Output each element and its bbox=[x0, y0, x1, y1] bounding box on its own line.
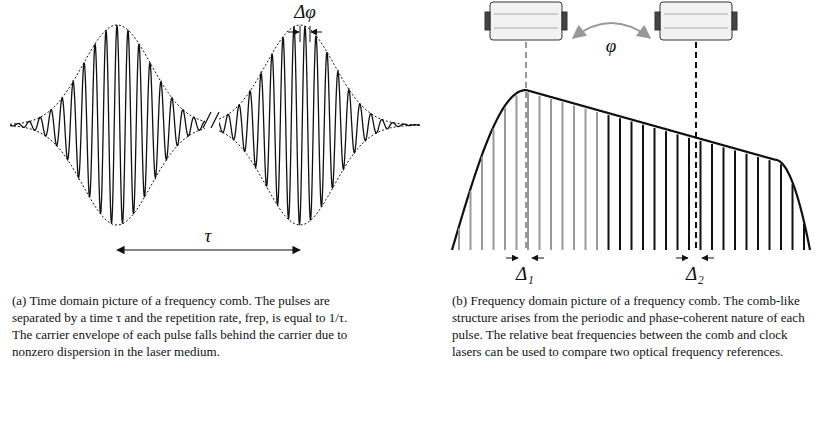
comb-tooth bbox=[516, 95, 518, 250]
laser-line-black bbox=[695, 42, 697, 252]
frequency-comb bbox=[452, 90, 810, 250]
comb-tooth bbox=[493, 129, 495, 250]
pulse-envelope bbox=[219, 125, 420, 225]
carrier-wave bbox=[10, 25, 205, 224]
comb-tooth bbox=[458, 228, 460, 250]
comb-tooth bbox=[596, 112, 598, 250]
caption-text: (a) Time domain picture of a frequency c… bbox=[12, 292, 357, 360]
comb-tooth bbox=[769, 160, 771, 250]
comb-tooth bbox=[734, 151, 736, 250]
comb-tooth bbox=[700, 141, 702, 250]
pulse-train bbox=[10, 25, 420, 225]
comb-tooth bbox=[665, 131, 667, 250]
pulse-envelope bbox=[219, 25, 420, 125]
comb-tooth bbox=[780, 164, 782, 250]
period-arrow bbox=[117, 249, 300, 250]
comb-tooth bbox=[803, 224, 805, 250]
period-label: τ bbox=[205, 226, 212, 246]
comb-tooth bbox=[654, 128, 656, 250]
comb-tooth bbox=[573, 105, 575, 250]
offset-arrows bbox=[506, 258, 714, 259]
comb-tooth bbox=[562, 102, 564, 250]
comb-tooth bbox=[585, 109, 587, 250]
comb-tooth bbox=[746, 154, 748, 250]
pulse-envelope bbox=[10, 25, 205, 124]
comb-tooth bbox=[504, 108, 506, 250]
comb-tooth bbox=[550, 99, 552, 250]
comb-tooth bbox=[688, 138, 690, 250]
carrier-wave bbox=[219, 26, 420, 225]
laser-line-gray bbox=[525, 42, 527, 252]
comb-tooth bbox=[608, 115, 610, 250]
pulse-envelope bbox=[10, 126, 205, 225]
comb-tooth bbox=[642, 125, 644, 250]
comb-tooth bbox=[757, 157, 759, 250]
axis-break bbox=[203, 110, 219, 130]
laser-right bbox=[655, 2, 737, 40]
phase-marker bbox=[288, 26, 322, 42]
comb-tooth bbox=[792, 184, 794, 250]
phase-label: φ bbox=[606, 36, 617, 56]
offset-label: Δ₁ bbox=[516, 264, 534, 284]
comb-tooth bbox=[711, 144, 713, 250]
comb-tooth bbox=[723, 147, 725, 250]
comb-tooth bbox=[481, 157, 483, 250]
comb-tooth bbox=[470, 191, 472, 250]
offset-label: Δ₂ bbox=[686, 264, 704, 284]
comb-tooth bbox=[619, 118, 621, 250]
laser-left bbox=[485, 2, 567, 40]
caption-text: (b) Frequency domain picture of a freque… bbox=[452, 292, 812, 360]
comb-tooth bbox=[527, 93, 529, 250]
comb-tooth bbox=[677, 134, 679, 250]
spectrum-envelope bbox=[452, 90, 810, 250]
comb-tooth bbox=[539, 96, 541, 250]
comb-tooth bbox=[631, 122, 633, 250]
phase-slip-label: Δφ bbox=[294, 2, 316, 22]
